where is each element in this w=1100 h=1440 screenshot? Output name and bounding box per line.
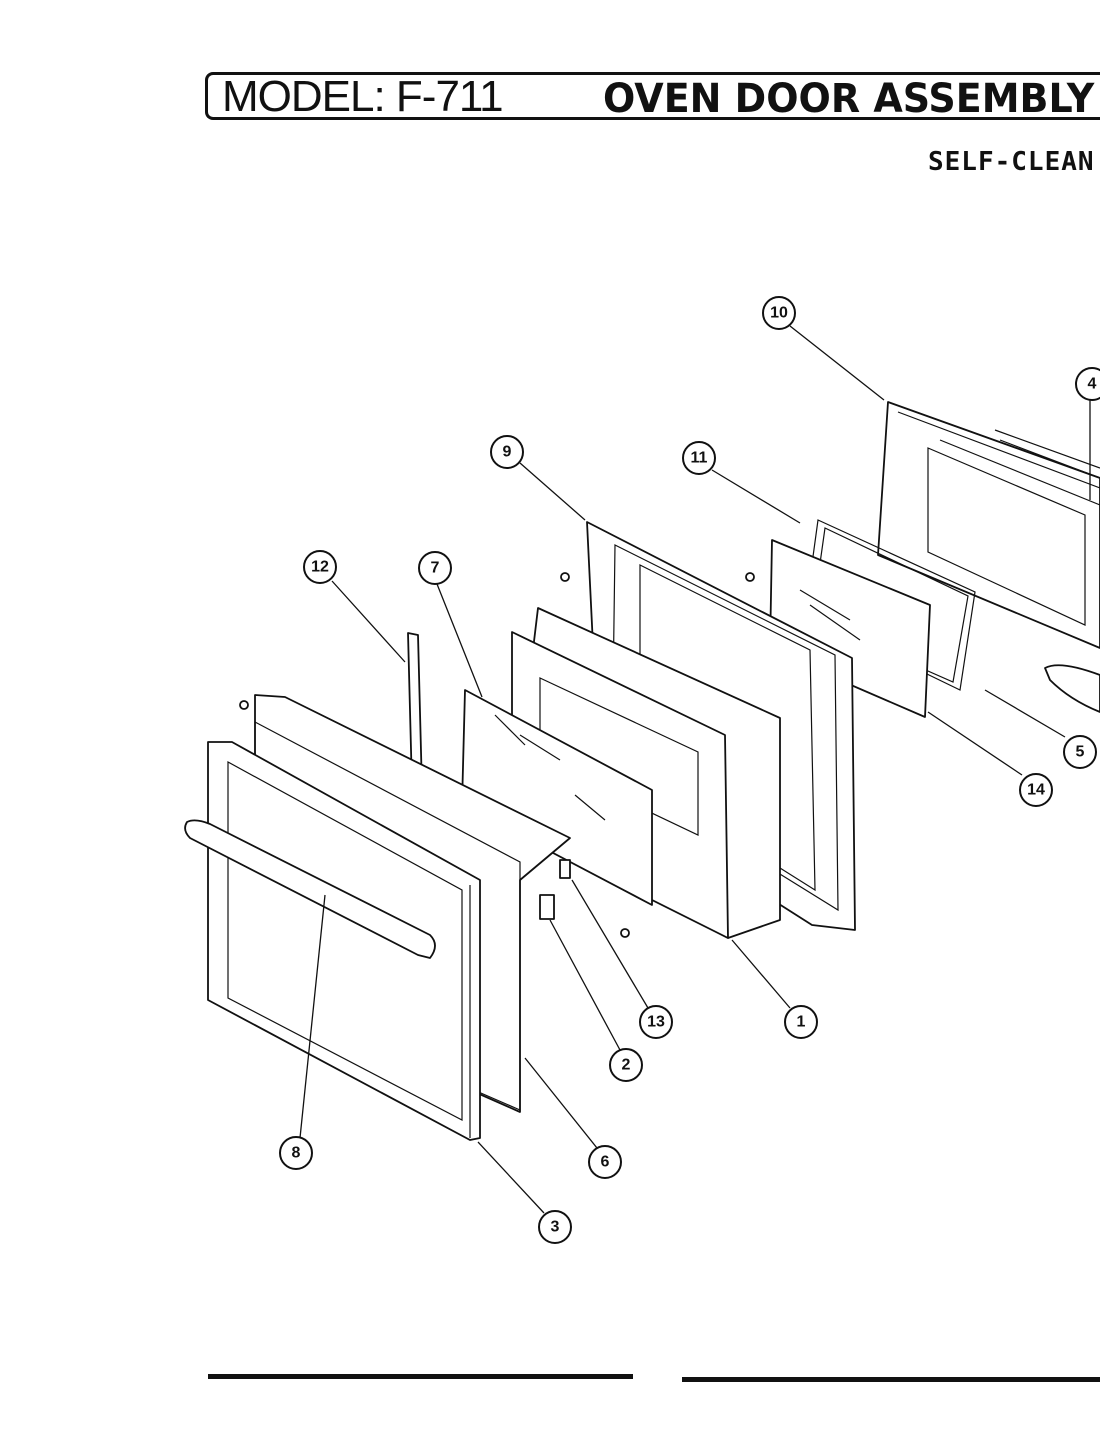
callout-5: 5	[1063, 735, 1097, 769]
callout-2: 2	[609, 1048, 643, 1082]
part-14-inner-glass	[769, 539, 931, 718]
svg-text:12: 12	[311, 559, 329, 576]
part-7-glass	[461, 689, 653, 906]
callout-11: 11	[682, 441, 716, 475]
subtitle: SELF-CLEAN	[928, 147, 1095, 177]
svg-text:2: 2	[622, 1057, 631, 1074]
svg-text:8: 8	[292, 1145, 301, 1162]
callout-12: 12	[303, 550, 337, 584]
callout-3: 3	[538, 1210, 572, 1244]
svg-text:10: 10	[770, 305, 788, 322]
svg-text:3: 3	[551, 1219, 560, 1236]
part-8-handle	[184, 819, 436, 959]
svg-text:13: 13	[647, 1014, 665, 1031]
screws	[239, 572, 755, 938]
part-4-hinge-edge	[994, 429, 1100, 713]
part-13-screw	[559, 859, 571, 879]
callout-4: 4	[1075, 367, 1100, 401]
svg-text:11: 11	[691, 450, 708, 467]
callout-7: 7	[418, 551, 452, 585]
footer-rule-right	[682, 1377, 1100, 1382]
part-3-outer-door	[207, 741, 481, 1141]
callout-14: 14	[1019, 773, 1053, 807]
footer-rule-left	[208, 1374, 633, 1379]
svg-text:9: 9	[503, 444, 512, 461]
part-2-bracket	[539, 894, 555, 920]
leader-lines	[299, 325, 1091, 1214]
header-box: MODEL: F-711 OVEN DOOR ASSEMBLY	[205, 72, 1100, 120]
callout-8: 8	[279, 1136, 313, 1170]
svg-text:5: 5	[1076, 744, 1085, 761]
assembly-title: OVEN DOOR ASSEMBLY	[603, 76, 1095, 120]
callout-9: 9	[490, 435, 524, 469]
callout-1: 1	[784, 1005, 818, 1039]
svg-text:6: 6	[601, 1154, 610, 1171]
svg-text:4: 4	[1088, 376, 1097, 393]
callout-10: 10	[762, 296, 796, 330]
svg-text:1: 1	[797, 1014, 806, 1031]
callout-13: 13	[639, 1005, 673, 1039]
svg-text:14: 14	[1027, 782, 1045, 799]
callout-6: 6	[588, 1145, 622, 1179]
part-10-inner-liner	[877, 401, 1100, 649]
svg-text:7: 7	[431, 560, 440, 577]
model-label: MODEL: F-711	[222, 72, 504, 120]
